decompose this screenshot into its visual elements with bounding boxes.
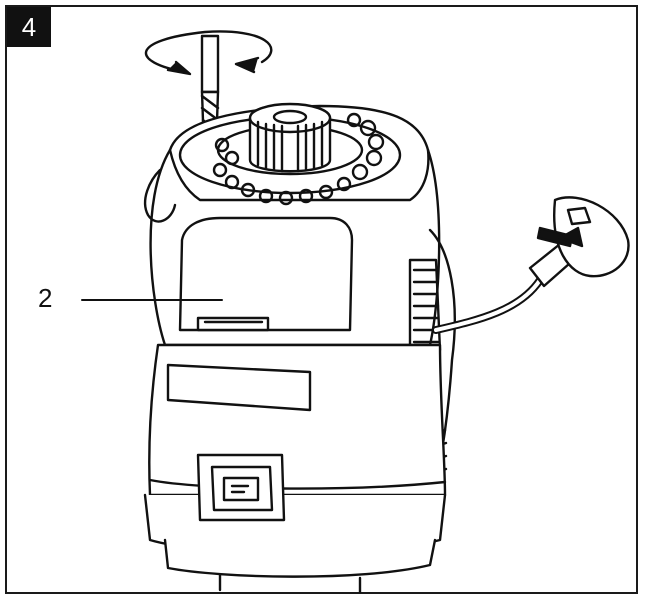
callout-label-2: 2 [38, 283, 53, 313]
sharpening-slot [178, 216, 354, 332]
adjustment-knob-icon [248, 102, 332, 173]
step-number-badge: 4 [7, 7, 51, 47]
rotation-arrow-icon [144, 30, 273, 76]
power-cord-icon [432, 196, 630, 334]
housing-lower [143, 343, 447, 594]
drill-hole-ring [212, 112, 385, 206]
power-switch-icon [196, 453, 286, 522]
